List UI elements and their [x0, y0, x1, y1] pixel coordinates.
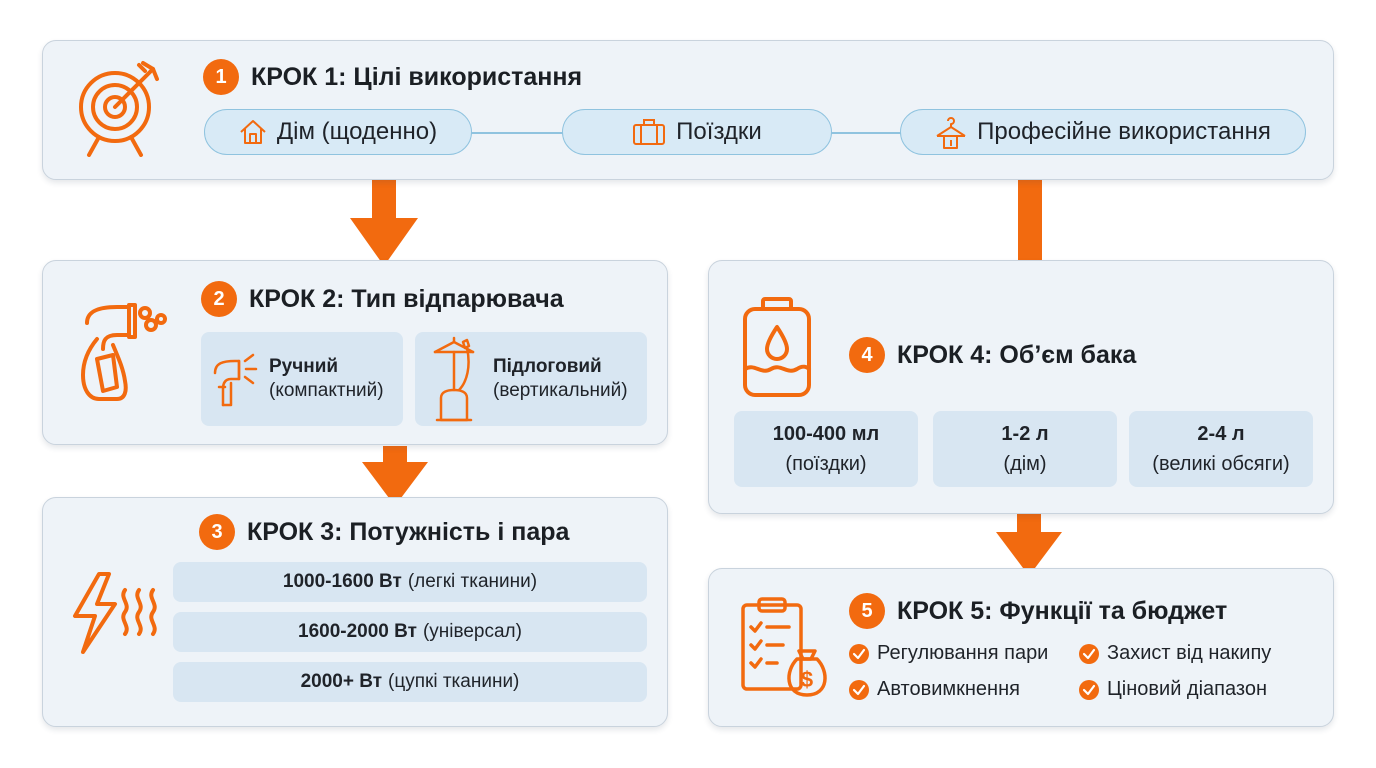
water-tank-icon	[743, 297, 811, 397]
option-home: Дім (щоденно)	[204, 109, 472, 155]
step3-title: КРОК 3: Потужність і пара	[247, 517, 570, 546]
power-row: 2000+ Вт (цупкі тканини)	[173, 662, 647, 702]
step2-title: КРОК 2: Тип відпарювача	[249, 284, 564, 313]
handheld-steamer-small-icon	[213, 353, 258, 407]
check-circle-icon	[1079, 643, 1099, 664]
svg-text:$: $	[801, 667, 813, 692]
handheld-steamer-icon	[81, 303, 167, 401]
type-handheld-text: Ручний (компактний)	[269, 355, 384, 403]
option-travel-label: Поїздки	[676, 118, 762, 145]
hanger-icon	[936, 117, 966, 149]
feature-item: Автовимкнення	[849, 678, 1020, 701]
power-row: 1600-2000 Вт (універсал)	[173, 612, 647, 652]
step5-title: КРОК 5: Функції та бюджет	[897, 596, 1228, 625]
step1-title: КРОК 1: Цілі використання	[251, 62, 583, 91]
power-value: 1600-2000 Вт	[298, 621, 417, 642]
step4-card: 4 КРОК 4: Об’єм бака 100-400 мл (поїздки…	[708, 260, 1334, 514]
step5-card: $ 5 КРОК 5: Функції та бюджет Регулюванн…	[708, 568, 1334, 727]
step4-title: КРОК 4: Об’єм бака	[897, 340, 1137, 369]
step1-badge: 1	[203, 59, 239, 95]
suitcase-icon	[633, 119, 666, 145]
type-handheld-desc: (компактний)	[269, 380, 384, 401]
feature-item: Ціновий діапазон	[1079, 678, 1267, 701]
option-home-label: Дім (щоденно)	[276, 118, 438, 145]
type-standing-text: Підлоговий (вертикальний)	[493, 355, 628, 403]
step1-heading: 1 КРОК 1: Цілі використання	[203, 59, 582, 95]
target-icon	[79, 61, 159, 157]
feature-label: Захист від накипу	[1107, 642, 1272, 664]
option-travel: Поїздки	[562, 109, 832, 155]
step2-card: 2 КРОК 2: Тип відпарювача Ручний (компак…	[42, 260, 668, 445]
feature-label: Ціновий діапазон	[1107, 678, 1268, 700]
option-professional-label: Професійне використання	[977, 118, 1271, 145]
arrow-step2-to-step3	[362, 446, 428, 506]
step3-heading: 3 КРОК 3: Потужність і пара	[199, 514, 569, 550]
volume-value: 100-400 мл	[772, 423, 880, 445]
step2-heading: 2 КРОК 2: Тип відпарювача	[201, 281, 564, 317]
power-note: (цупкі тканини)	[388, 671, 520, 692]
volume-note: (великі обсяги)	[1152, 453, 1290, 475]
type-standing: Підлоговий (вертикальний)	[415, 332, 647, 426]
type-standing-name: Підлоговий	[493, 356, 602, 377]
house-icon	[240, 120, 266, 144]
power-note: (універсал)	[422, 621, 522, 642]
step4-badge: 4	[849, 337, 885, 373]
check-circle-icon	[849, 643, 869, 664]
arrow-step4-to-step5	[996, 514, 1062, 576]
power-value: 2000+ Вт	[300, 671, 383, 692]
power-note: (легкі тканини)	[407, 571, 538, 592]
pill-connector	[471, 132, 563, 134]
volume-option: 100-400 мл (поїздки)	[734, 411, 918, 487]
step3-card: 3 КРОК 3: Потужність і пара 1000-1600 Вт…	[42, 497, 668, 727]
power-value: 1000-1600 Вт	[282, 571, 402, 592]
type-handheld-name: Ручний	[269, 356, 339, 377]
volume-note: (дім)	[1003, 453, 1047, 475]
option-professional: Професійне використання	[900, 109, 1306, 155]
step2-badge: 2	[201, 281, 237, 317]
power-row: 1000-1600 Вт (легкі тканини)	[173, 562, 647, 602]
volume-value: 1-2 л	[1001, 423, 1049, 445]
step4-heading: 4 КРОК 4: Об’єм бака	[849, 337, 1136, 373]
feature-label: Регулювання пари	[877, 642, 1049, 664]
type-standing-desc: (вертикальний)	[493, 380, 628, 401]
check-circle-icon	[1079, 679, 1099, 700]
feature-label: Автовимкнення	[877, 678, 1020, 700]
volume-option: 1-2 л (дім)	[933, 411, 1117, 487]
step5-badge: 5	[849, 593, 885, 629]
arrow-step1-to-step2	[350, 180, 418, 266]
checklist-money-icon: $	[741, 597, 827, 697]
pill-connector	[831, 132, 901, 134]
step5-heading: 5 КРОК 5: Функції та бюджет	[849, 593, 1227, 629]
volume-note: (поїздки)	[785, 453, 867, 475]
feature-item: Захист від накипу	[1079, 642, 1271, 665]
feature-item: Регулювання пари	[849, 642, 1048, 665]
step3-badge: 3	[199, 514, 235, 550]
volume-value: 2-4 л	[1197, 423, 1245, 445]
volume-option: 2-4 л (великі обсяги)	[1129, 411, 1313, 487]
step1-card: 1 КРОК 1: Цілі використання Дім (щоденно…	[42, 40, 1334, 180]
check-circle-icon	[849, 679, 869, 700]
standing-steamer-icon	[433, 336, 475, 422]
type-handheld: Ручний (компактний)	[201, 332, 403, 426]
lightning-steam-icon	[73, 572, 157, 654]
